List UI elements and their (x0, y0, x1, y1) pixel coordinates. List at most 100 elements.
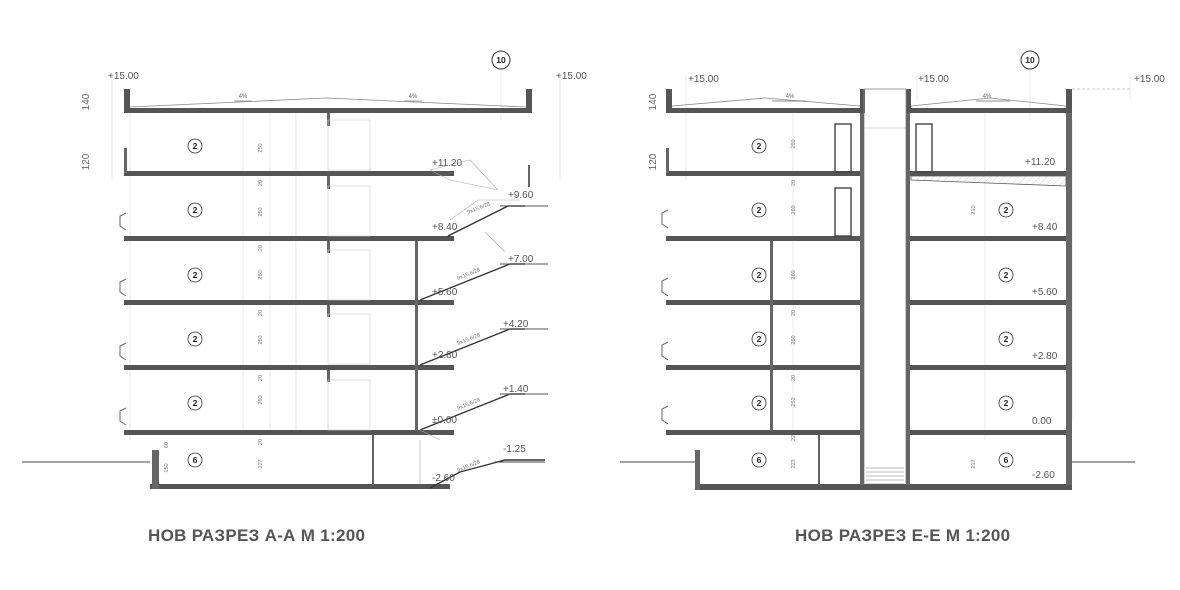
stair-label: 9x15,6/28 (457, 267, 482, 282)
svg-text:260: 260 (791, 270, 797, 279)
grid-axis-bubble (491, 50, 511, 70)
svg-text:20: 20 (258, 375, 264, 381)
level-marker: -2.60 (432, 473, 455, 484)
svg-text:60: 60 (164, 442, 170, 448)
svg-text:260: 260 (258, 207, 264, 216)
svg-text:2: 2 (757, 270, 762, 280)
svg-text:260: 260 (791, 205, 797, 214)
svg-text:2: 2 (193, 398, 198, 408)
doors (834, 123, 933, 237)
svg-text:6: 6 (193, 455, 198, 465)
level-marker: -1.25 (503, 444, 526, 455)
roof-slope: 4% (983, 94, 992, 100)
level-marker: ±0.00 (432, 415, 457, 426)
level-marker: +15.00 (556, 71, 587, 82)
svg-text:22: 22 (791, 435, 797, 441)
section-title-e-e: НОВ РАЗРЕЗ Е-Е М 1:200 (795, 526, 1011, 545)
level-marker: +8.40 (1032, 222, 1058, 233)
grid-axis-label: 10 (496, 55, 506, 65)
walls (124, 113, 530, 489)
section-a-a: 10 4% 4% 140 120 +15.00 +15.00 +11.20 +9… (22, 50, 587, 489)
floor-slabs (124, 171, 454, 489)
svg-text:223: 223 (791, 459, 797, 468)
svg-text:250: 250 (258, 143, 264, 152)
stair-thin-lines (419, 159, 520, 484)
section-title-a-a: НОВ РАЗРЕЗ А-А М 1:200 (148, 526, 366, 545)
stair-label: 9x15,6/28 (457, 397, 482, 412)
level-marker: +9.60 (508, 190, 534, 201)
svg-text:150: 150 (164, 463, 170, 472)
level-marker: -2.60 (1032, 470, 1055, 481)
svg-text:6: 6 (1004, 455, 1009, 465)
svg-text:260: 260 (258, 335, 264, 344)
level-marker: +2.80 (1032, 351, 1058, 362)
level-marker: +5.60 (1032, 287, 1058, 298)
stair-flights (419, 205, 545, 489)
level-marker: +15.00 (108, 71, 139, 82)
svg-text:260: 260 (258, 270, 264, 279)
svg-text:250: 250 (791, 139, 797, 148)
level-marker: +5.60 (432, 287, 458, 298)
svg-text:2: 2 (193, 334, 198, 344)
svg-text:20: 20 (258, 439, 264, 445)
svg-text:2: 2 (193, 270, 198, 280)
facade-details (661, 209, 669, 425)
svg-text:252: 252 (791, 397, 797, 406)
svg-text:2: 2 (757, 398, 762, 408)
room-markers: 2 2 2 2 2 6 (187, 138, 203, 468)
svg-text:2: 2 (1004, 270, 1009, 280)
level-marker: +15.00 (1134, 74, 1165, 85)
level-marker: +15.00 (688, 74, 719, 85)
level-marker: +2.80 (432, 350, 458, 361)
roof (666, 89, 1072, 113)
stair-label: 9x15,6/28 (457, 332, 482, 347)
svg-text:2: 2 (193, 141, 198, 151)
svg-text:227: 227 (258, 459, 264, 468)
walls (666, 113, 1072, 490)
height-dims: 250 20 260 20 260 20 260 20 260 20 60 15… (164, 143, 264, 472)
level-marker: +7.00 (508, 254, 534, 265)
svg-text:2: 2 (757, 334, 762, 344)
level-marker: +11.20 (432, 158, 463, 169)
stair-label: 9x15,6/28 (467, 201, 492, 216)
svg-text:217: 217 (971, 459, 977, 468)
side-dimension: 120 (81, 153, 92, 170)
section-e-e: 10 4% 4% 140 120 +15.00 +15.00 +15.00 +1… (620, 50, 1165, 490)
svg-text:2: 2 (1004, 205, 1009, 215)
svg-text:260: 260 (791, 335, 797, 344)
level-marker: +15.00 (918, 74, 949, 85)
svg-text:2: 2 (757, 141, 762, 151)
svg-text:20: 20 (258, 180, 264, 186)
svg-text:20: 20 (258, 245, 264, 251)
roof-slope: 4% (409, 94, 418, 100)
level-marker: 0.00 (1032, 416, 1052, 427)
level-marker: +1.40 (503, 384, 529, 395)
grid-axis-bubble (1020, 50, 1040, 70)
level-marker: +8.40 (432, 222, 458, 233)
stair-label: 9x15,6/28 (457, 459, 482, 474)
stair-shaft (327, 119, 371, 431)
svg-text:210: 210 (971, 205, 977, 214)
guide-lines (111, 66, 561, 440)
side-dimension: 140 (81, 93, 92, 110)
svg-text:20: 20 (258, 310, 264, 316)
svg-text:20: 20 (791, 375, 797, 381)
height-dims: 250 20 260 210 260 20 260 20 252 22 223 … (791, 139, 977, 468)
roof-slope: 4% (786, 94, 795, 100)
side-dimension: 120 (648, 153, 659, 170)
svg-text:6: 6 (757, 455, 762, 465)
roof-slope: 4% (239, 94, 248, 100)
svg-text:2: 2 (1004, 334, 1009, 344)
level-marker: +11.20 (1025, 157, 1056, 168)
svg-text:2: 2 (757, 205, 762, 215)
floor-slabs (666, 171, 1072, 490)
grid-axis-label: 10 (1025, 55, 1035, 65)
elevator-shaft (863, 88, 907, 487)
facade-details (119, 212, 127, 426)
room-markers: 2 2 2 2 2 2 2 2 2 2 6 6 (751, 138, 1014, 468)
roof (124, 89, 532, 113)
svg-text:2: 2 (1004, 398, 1009, 408)
stair-rails (500, 205, 548, 395)
svg-text:2: 2 (193, 205, 198, 215)
